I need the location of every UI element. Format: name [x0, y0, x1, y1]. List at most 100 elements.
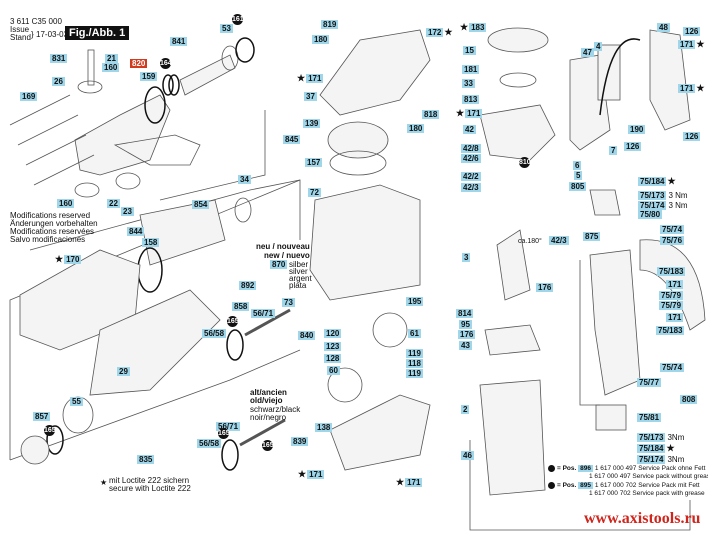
callout-number: 157: [305, 158, 323, 167]
o-ring: [221, 439, 239, 471]
loctite-note: mit Loctite 222 sichern: [109, 476, 190, 485]
callout-number: 53: [220, 24, 233, 33]
part-callout: 808: [680, 395, 698, 404]
callout-number: 160: [102, 63, 120, 72]
callout-number: 42/6: [461, 154, 481, 163]
callout-number: 169: [20, 92, 38, 101]
legend-line: 1 617 000 702 Service pack with grease: [589, 490, 705, 497]
callout-number: 33: [462, 79, 475, 88]
armature: [496, 229, 531, 301]
callout-number: 810: [519, 157, 531, 168]
callout-number: 180: [407, 124, 425, 133]
callout-number: 123: [324, 342, 342, 351]
cap-screw: [33, 154, 95, 186]
callout-number: 171: [307, 470, 325, 479]
cable: [599, 38, 641, 116]
callout-number: 172: [426, 28, 444, 37]
callout-number: 72: [308, 188, 321, 197]
callout-number: 75/74: [660, 363, 685, 372]
legend-entry: = Pos. 896 1 617 000 497 Service Pack oh…: [548, 465, 705, 473]
gear: [327, 367, 363, 403]
callout-number: 158: [142, 238, 160, 247]
part-callout: 42/3: [549, 236, 569, 245]
part-callout: 42/2: [461, 172, 481, 181]
legend-line: 1 617 000 497 Service pack without greas…: [589, 473, 708, 480]
star-icon: ★: [456, 108, 465, 118]
callout-number: 171: [666, 313, 684, 322]
bearing-plate: [479, 104, 556, 161]
callout-number: 165: [44, 425, 56, 436]
callout-number: 7: [609, 146, 618, 155]
part-callout: 180: [312, 35, 330, 44]
callout-number: 56/58: [197, 439, 222, 448]
part-callout: 75/184★: [638, 177, 677, 186]
callout-number: 159: [140, 72, 158, 81]
part-callout: 42/3: [461, 183, 481, 192]
part-callout: 858: [232, 302, 250, 311]
o-ring: [226, 329, 244, 361]
star-icon: ★: [666, 443, 675, 453]
service-pack-marker: 165: [227, 316, 239, 327]
part-callout: 139: [303, 119, 321, 128]
part-callout: 75/183: [657, 267, 686, 276]
frame-line: [9, 349, 301, 461]
washer: [234, 197, 252, 223]
new-color: argent: [289, 274, 312, 283]
part-callout: 892: [239, 281, 257, 290]
part-callout: 814: [456, 309, 474, 318]
part-callout: 73: [282, 298, 295, 307]
part-callout: 805: [569, 182, 587, 191]
service-pack-marker: 810: [519, 157, 531, 168]
part-callout: 42/6: [461, 154, 481, 163]
frame-line: [29, 179, 301, 251]
callout-number: 56/71: [251, 309, 276, 318]
callout-number: 875: [583, 232, 601, 241]
callout-number: 26: [52, 77, 65, 86]
callout-number: 42/3: [549, 236, 569, 245]
part-callout: 844: [127, 227, 145, 236]
part-callout: 56/71: [216, 422, 241, 431]
callout-number: 171: [465, 109, 483, 118]
part-callout: 157: [305, 158, 323, 167]
part-callout: 6: [573, 161, 582, 170]
callout-number: 831: [50, 54, 68, 63]
part-callout: 42: [463, 125, 476, 134]
part-callout: ★171: [296, 74, 324, 83]
part-callout: 119: [406, 349, 423, 358]
callout-number: 180: [312, 35, 330, 44]
part-callout: 176: [536, 283, 554, 292]
part-callout: 128: [324, 354, 342, 363]
callout-number: 95: [459, 320, 472, 329]
clamp-disc: [115, 172, 141, 190]
switch: [597, 44, 621, 101]
old-color: schwarz/black: [250, 405, 301, 414]
motor-housing: [479, 379, 546, 496]
callout-number: 126: [683, 27, 701, 36]
part-callout: 195: [406, 297, 424, 306]
part-callout: ★183: [459, 23, 487, 32]
service-pack-marker: 164: [160, 58, 172, 69]
part-callout: 845: [283, 135, 301, 144]
part-callout: 118: [406, 359, 423, 368]
callout-number: 118: [406, 359, 423, 368]
part-callout: 75/74: [660, 363, 685, 372]
part-callout: 26: [52, 77, 65, 86]
callout-number: 171: [678, 84, 696, 93]
seal-ring: [329, 150, 387, 176]
damper-plate: [589, 189, 621, 216]
callout-number: 46: [461, 451, 474, 460]
part-callout: 75/76: [660, 236, 685, 245]
new-variant-label: new / nuevo: [264, 251, 310, 260]
part-callout: ★171: [455, 108, 483, 118]
callout-number: 48: [657, 23, 670, 32]
loctite-note: secure with Loctite 222: [109, 484, 191, 493]
callout-number: 176: [458, 330, 476, 339]
o-ring: [168, 74, 180, 96]
tool-holder-sleeve: [179, 54, 236, 96]
callout-number: 126: [683, 132, 701, 141]
modifications-line: Änderungen vorbehalten: [10, 219, 98, 228]
washer: [74, 182, 100, 198]
part-callout: 47: [581, 48, 594, 57]
nut: [235, 37, 255, 63]
connecting-rod: [244, 308, 291, 337]
